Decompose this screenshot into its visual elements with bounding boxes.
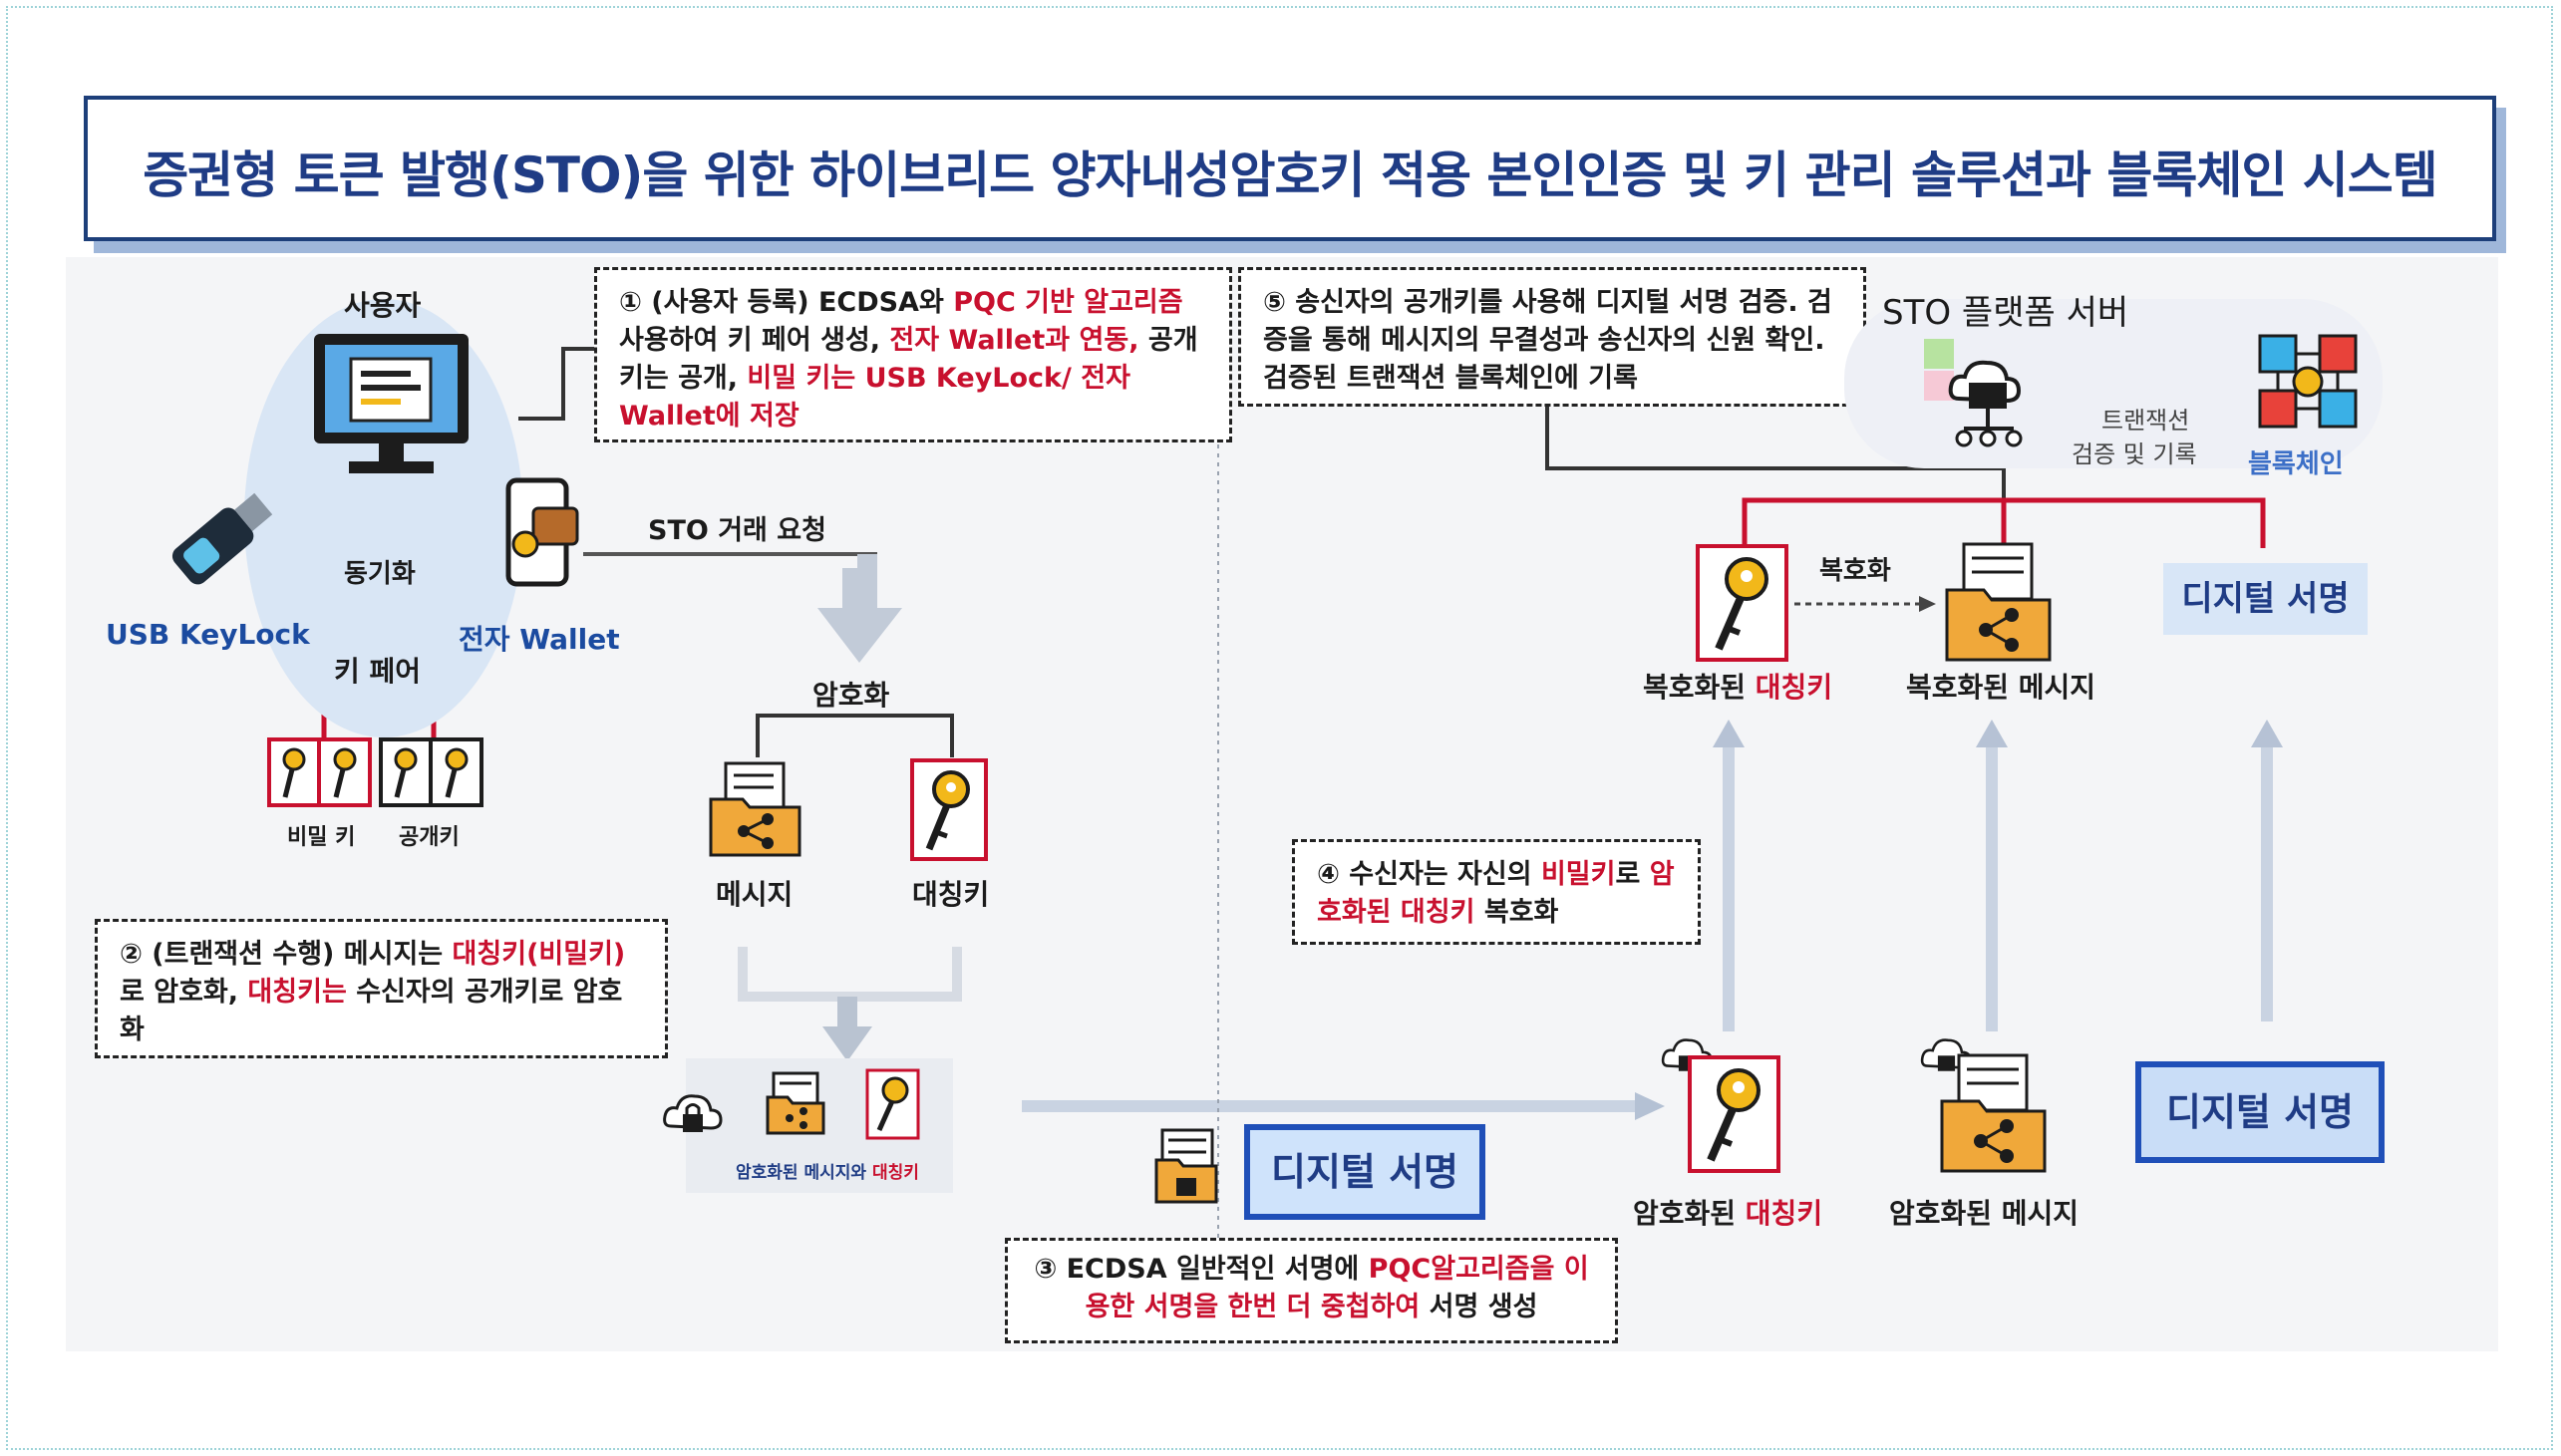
message-folder-icon [709, 761, 801, 857]
note1-text-5: 공개 키는 공개, [619, 325, 1198, 394]
note2-text-1: ② (트랜잭션 수행) 메시지는 [120, 939, 453, 970]
digital-signature-bottom: 디지털 서명 [2135, 1061, 2385, 1163]
sto-request-label: STO 거래 요청 [648, 515, 826, 546]
transfer-arrowhead [1635, 1092, 1665, 1120]
note5-connector [1545, 407, 2006, 498]
merge-arrow [822, 997, 872, 1061]
decrypt-arrowhead [1919, 596, 1936, 612]
digital-signature-middle: 디지털 서명 [1244, 1124, 1485, 1220]
note4-text-2: 비밀키 [1540, 859, 1616, 890]
decrypted-symkey-label-b: 대칭키 [1755, 671, 1833, 704]
note4-text-3: 로 [1615, 859, 1650, 890]
bundle-message-icon [766, 1071, 825, 1135]
merge-line [738, 947, 962, 1002]
verify-label-2: 검증 및 기록 [2072, 440, 2197, 468]
usb-keylock-label: USB KeyLock [106, 618, 310, 651]
cloud-lock-icon [663, 1094, 723, 1132]
note1-text-6: 비밀 키는 USB KeyLock/ 전자 Wallet에 저장 [619, 363, 1130, 432]
page-frame [6, 6, 2553, 1450]
encrypted-symkey-label-a: 암호화된 [1633, 1197, 1746, 1230]
encryption-label: 암호화 [812, 679, 890, 712]
digital-signature-top: 디지털 서명 [2163, 563, 2368, 635]
note1-text-2: PQC 기반 알고리즘 [953, 287, 1183, 318]
note2-text-2: 대칭키(비밀키) [452, 939, 626, 970]
note1-connector [518, 347, 598, 421]
note3-text-3: 서명 생성 [1420, 1292, 1538, 1322]
note5-text: ⑤ 송신자의 공개키를 사용해 디지털 서명 검증. 검증을 통해 메시지의 무… [1263, 287, 1832, 394]
monitor-icon [314, 334, 469, 473]
encrypted-symkey-label: 암호화된 대칭키 [1633, 1192, 1822, 1232]
encrypted-symkey-icon [1688, 1055, 1780, 1173]
private-key-label: 비밀 키 [287, 825, 356, 850]
bundle-caption-a: 암호화된 메시지와 [736, 1163, 872, 1183]
wallet-phone-icon [505, 477, 579, 587]
page-title: 증권형 토큰 발행(STO)을 위한 하이브리드 양자내성암호키 적용 본인인증… [143, 146, 2438, 204]
note-step4: ④ 수신자는 자신의 비밀키로 암호화된 대칭키 복호화 [1292, 839, 1701, 945]
note-step1: ① (사용자 등록) ECDSA와 PQC 기반 알고리즘 사용하여 키 페어 … [594, 267, 1232, 442]
decrypted-symkey-label: 복호화된 대칭키 [1643, 666, 1832, 706]
decrypted-message-label: 복호화된 메시지 [1906, 671, 2096, 704]
keypair-label: 키 페어 [334, 655, 422, 688]
note-step2: ② (트랜잭션 수행) 메시지는 대칭키(비밀키) 로 암호화, 대칭키는 수신… [95, 919, 668, 1058]
server-cloud-icon [1924, 339, 2023, 447]
encrypted-symkey-label-b: 대칭키 [1745, 1197, 1823, 1230]
signed-document-icon [1154, 1128, 1218, 1204]
note4-text-4: 암호화된 대칭키 [1317, 859, 1675, 928]
note2-text-4: 대칭키는 [247, 977, 347, 1008]
bundle-key-icon [865, 1068, 920, 1140]
note2-text-3: 로 암호화, [120, 977, 248, 1008]
note4-text-1: ④ 수신자는 자신의 [1317, 859, 1541, 890]
symmetric-key-label: 대칭키 [912, 878, 990, 911]
symmetric-key-icon [910, 758, 988, 861]
note-step5: ⑤ 송신자의 공개키를 사용해 디지털 서명 검증. 검증을 통해 메시지의 무… [1238, 267, 1866, 407]
user-label: 사용자 [344, 289, 422, 322]
verify-label-1: 트랜잭션 [2101, 407, 2190, 435]
decrypted-message-icon [1945, 542, 2052, 662]
encrypted-message-label: 암호화된 메시지 [1889, 1197, 2080, 1230]
sync-label: 동기화 [344, 559, 416, 589]
note4-text-5: 복호화 [1474, 897, 1559, 928]
note1-text-1: ① (사용자 등록) ECDSA와 [619, 287, 954, 318]
note1-text-4: 전자 Wallet과 연동, [889, 325, 1139, 356]
upward-arrows [1713, 720, 2283, 1031]
blockchain-icon [2258, 334, 2358, 429]
public-key-icon [379, 737, 483, 807]
usb-keylock-icon [171, 492, 273, 585]
encrypted-bundle-caption: 암호화된 메시지와 대칭키 [736, 1158, 919, 1183]
title-banner: 증권형 토큰 발행(STO)을 위한 하이브리드 양자내성암호키 적용 본인인증… [84, 96, 2496, 241]
sto-request-arrow [817, 554, 902, 663]
note3-text-2: PQC알고리즘을 이용한 서명을 한번 더 중첩하여 [1085, 1254, 1589, 1322]
bundle-caption-b: 대칭키 [871, 1163, 919, 1183]
note3-text-1: ③ ECDSA 일반적인 서명에 [1034, 1254, 1369, 1285]
server-title: STO 플랫폼 서버 [1882, 293, 2129, 333]
private-key-icon [267, 737, 372, 807]
decrypted-symkey-label-a: 복호화된 [1643, 671, 1756, 704]
public-key-label: 공개키 [399, 825, 460, 850]
encrypted-message-icon [1940, 1053, 2047, 1173]
decrypted-symkey-icon [1696, 544, 1788, 662]
wallet-label: 전자 Wallet [459, 623, 620, 656]
note-step3: ③ ECDSA 일반적인 서명에 PQC알고리즘을 이용한 서명을 한번 더 중… [1005, 1238, 1618, 1343]
blockchain-label: 블록체인 [2248, 449, 2344, 479]
decrypt-label: 복호화 [1819, 556, 1891, 586]
note1-text-3: 사용하여 키 페어 생성, [619, 325, 890, 356]
message-label: 메시지 [716, 878, 794, 911]
note2-text-5: 수신자의 공개키로 암호화 [120, 977, 623, 1045]
encrypt-branch-line [756, 714, 954, 757]
